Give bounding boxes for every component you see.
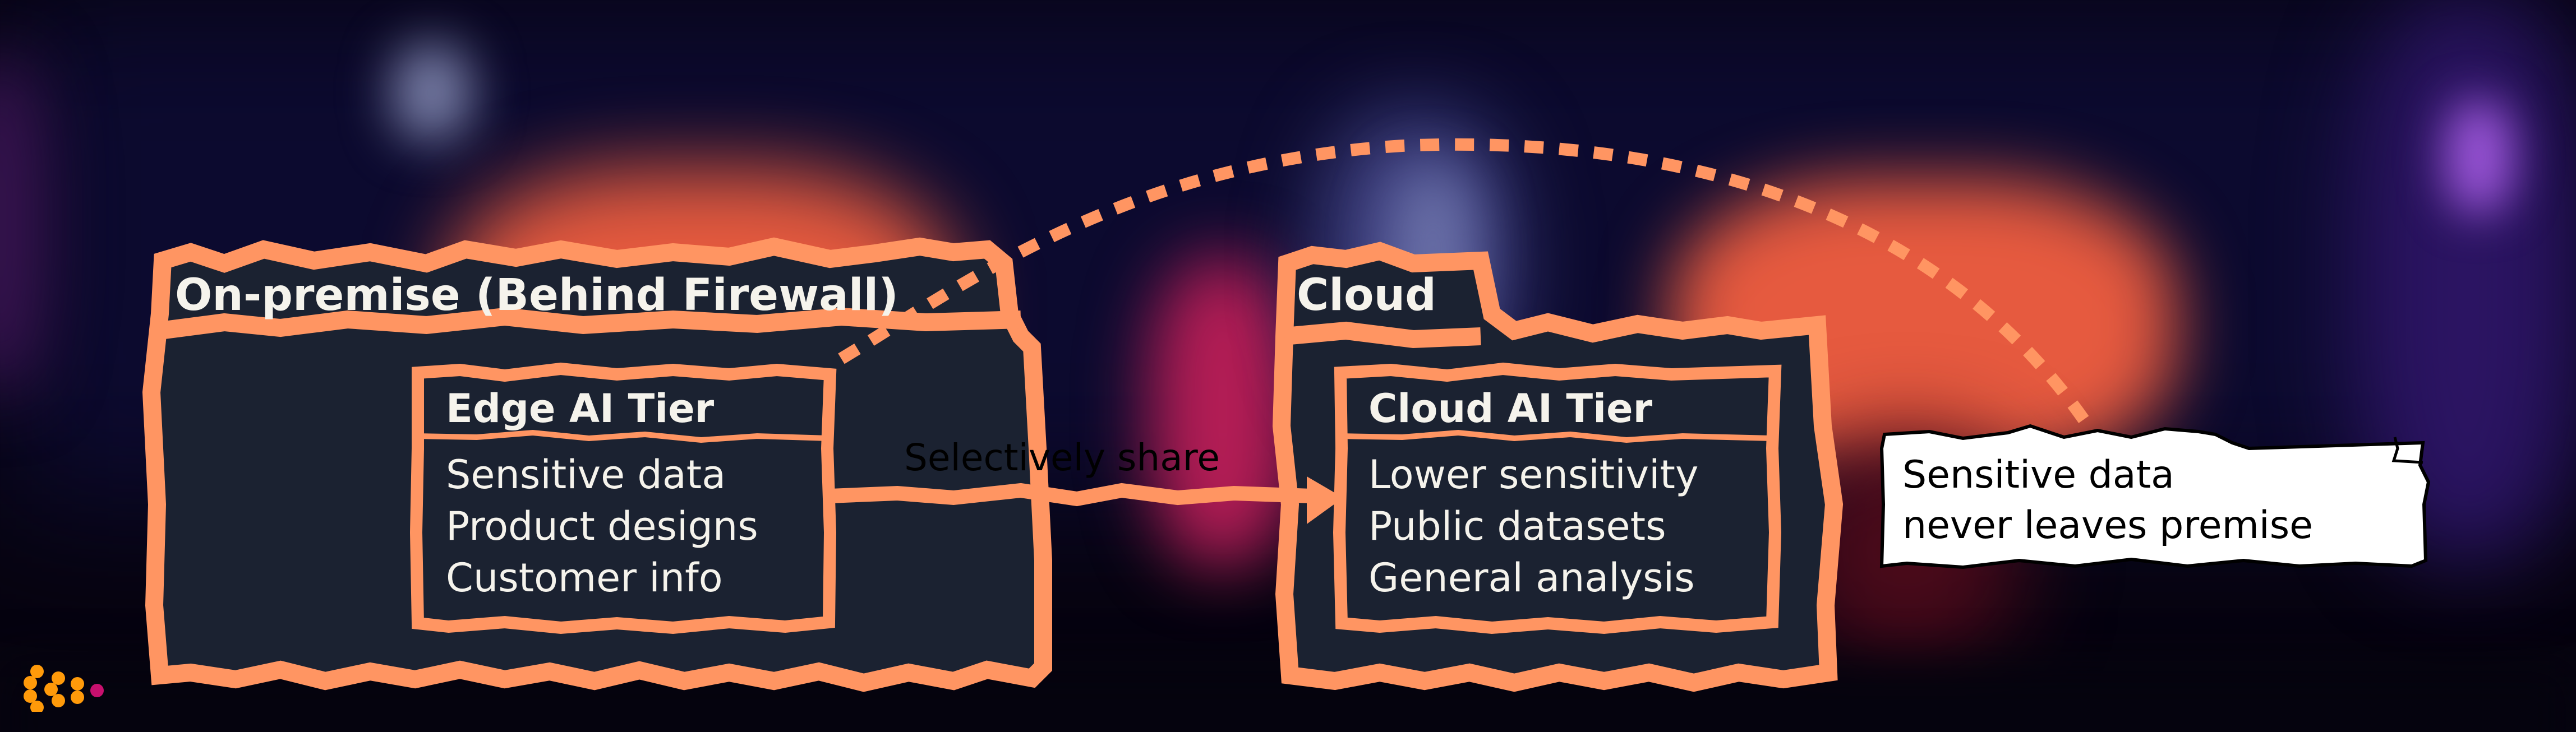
cloud-ai-tier-box xyxy=(1333,362,1782,634)
on-premise-title: On-premise (Behind Firewall) xyxy=(175,270,898,321)
edge-tier-item: Customer info xyxy=(446,555,723,601)
edge-ai-tier-box xyxy=(409,362,837,634)
cloud-tier-item: General analysis xyxy=(1368,555,1695,601)
privacy-note-card xyxy=(1879,424,2431,569)
cloud-tier-title: Cloud AI Tier xyxy=(1368,386,1653,432)
connector-label: Selectively share xyxy=(904,436,1220,479)
selectively-share-arrow xyxy=(830,476,1343,524)
edge-tier-item: Product designs xyxy=(446,503,758,549)
dot-cluster-logo-icon xyxy=(24,665,104,712)
edge-tier-item: Sensitive data xyxy=(446,452,726,498)
note-line: Sensitive data xyxy=(1902,453,2174,497)
cloud-tier-item: Public datasets xyxy=(1368,503,1666,549)
note-line: never leaves premise xyxy=(1902,503,2313,548)
cloud-tier-item: Lower sensitivity xyxy=(1368,452,1699,498)
arrow-head-icon xyxy=(1307,476,1343,524)
dashed-privacy-connector xyxy=(838,138,2098,436)
cloud-title: Cloud xyxy=(1297,270,1436,321)
edge-tier-title: Edge AI Tier xyxy=(446,386,715,432)
